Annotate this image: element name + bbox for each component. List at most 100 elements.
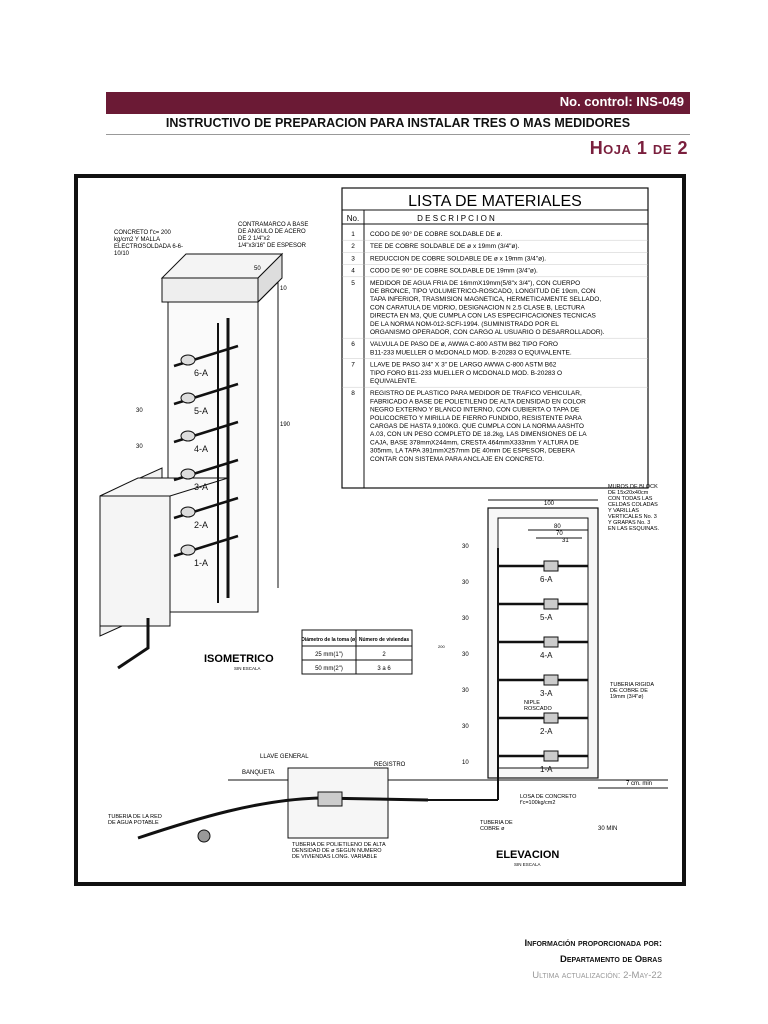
material-desc-line: CON CARATULA DE VIDRIO, DESIGNACION N 2.… xyxy=(370,304,585,311)
material-desc-line: FABRICADO A BASE DE POLIETILENO DE ALTA … xyxy=(370,398,586,405)
material-desc-line: NEGRO EXTERNO Y BLANCO INTERNO, CON CUBI… xyxy=(370,407,580,414)
material-desc-line: TAPA INFERIOR, TRASMISION MAGNETICA, HER… xyxy=(370,296,601,303)
materials-col-desc: D E S C R I P C I O N xyxy=(417,214,495,223)
material-desc-line: CONTAR CON SISTEMA PARA ANCLAJE EN CONCR… xyxy=(370,456,544,463)
iso-dim-30b: 30 xyxy=(136,444,143,450)
toma-row1-viv: 2 xyxy=(382,652,386,658)
elev-meter-icon xyxy=(543,712,559,724)
elev-left-dim: 10 xyxy=(462,760,469,766)
materials-title: LISTA DE MATERIALES xyxy=(408,193,582,210)
drawing-frame: LISTA DE MATERIALES No. D E S C R I P C … xyxy=(74,174,686,886)
footer-info: Información proporcionada por: xyxy=(524,938,662,949)
iso-meter-icon xyxy=(180,468,196,480)
iso-note-marco: CONTRAMARCO A BASE DE ANGULO DE ACERO DE… xyxy=(238,222,310,249)
elev-meter-label: 5-A xyxy=(540,613,553,622)
material-desc-line: ORGANISMO OPERADOR, CON CARGO AL USUARIO… xyxy=(370,329,605,336)
iso-meter-label: 1-A xyxy=(194,558,208,568)
elev-left-dim: 30 xyxy=(462,544,469,550)
elev-left-dim: 30 xyxy=(462,724,469,730)
iso-meter-label: 2-A xyxy=(194,520,208,530)
tuberia-polietileno: TUBERIA DE POLIETILENO DE ALTA DENSIDAD … xyxy=(292,842,387,860)
elev-min30: 30 MIN xyxy=(598,826,617,832)
iso-meter-label: 4-A xyxy=(194,444,208,454)
material-desc-line: A.03, CON UN PESO COMPLETO DE 18.2kg, LA… xyxy=(370,431,587,438)
materials-list: LISTA DE MATERIALES No. D E S C R I P C … xyxy=(341,187,649,489)
header-divider xyxy=(106,134,690,135)
material-desc-line: TEE DE COBRE SOLDABLE DE ø x 19mm (3/4"ø… xyxy=(370,243,520,250)
elev-tub-cobre: TUBERIA DE COBRE ø xyxy=(480,820,514,832)
iso-note-concreto: CONCRETO f'c= 200 kg/cm2 Y MALLA ELECTRO… xyxy=(114,230,185,257)
elev-meter-icon xyxy=(543,598,559,610)
material-desc-line: EQUIVALENTE. xyxy=(370,378,417,385)
toma-row2-viv: 3 a 6 xyxy=(377,666,391,672)
iso-meter-icon xyxy=(180,544,196,556)
elev-left-dim: 30 xyxy=(462,652,469,658)
iso-meter-icon xyxy=(180,354,196,366)
elev-dim-70: 70 xyxy=(556,531,563,537)
elev-dim-31: 31 xyxy=(562,538,569,544)
material-desc-line: B11-233 MUELLER O McDONALD MOD. B-20283 … xyxy=(370,349,572,356)
toma-header-diam: Diámetro de la toma (ø) xyxy=(301,637,357,643)
iso-scale: SIN ESCALA xyxy=(234,666,261,671)
iso-title: ISOMETRICO xyxy=(204,653,274,665)
banqueta: BANQUETA xyxy=(242,770,275,776)
iso-meter-icon xyxy=(180,392,196,404)
iso-dim-50: 50 xyxy=(254,266,261,272)
material-desc-line: 305mm, LA TAPA 391mmX257mm DE 40mm DE ES… xyxy=(370,448,575,455)
elev-meter-label: 2-A xyxy=(540,727,553,736)
control-number: No. control: INS-049 xyxy=(559,94,684,109)
material-desc-line: POLICOCRETO Y MIRILLA DE FIERRO FUNDIDO,… xyxy=(370,415,583,422)
elev-losa: LOSA DE CONCRETO f'c=100kg/cm2 xyxy=(520,794,578,806)
elev-meter-icon xyxy=(543,636,559,648)
material-desc-line: CODO DE 90° DE COBRE SOLDABLE DE 19mm (3… xyxy=(370,267,538,275)
material-desc-line: REDUCCION DE COBRE SOLDABLE DE ø x 19mm … xyxy=(370,255,546,262)
elev-meter-icon xyxy=(543,560,559,572)
tuberia-red: TUBERIA DE LA RED DE AGUA POTABLE xyxy=(108,814,163,826)
toma-header-viviendas: Número de viviendas xyxy=(359,637,410,643)
technical-drawing: LISTA DE MATERIALES No. D E S C R I P C … xyxy=(99,187,668,867)
elev-meter-icon xyxy=(543,674,559,686)
toma-table: Diámetro de la toma (ø) Número de vivien… xyxy=(301,629,413,675)
elev-left-dim: 30 xyxy=(462,688,469,694)
elev-scale: SIN ESCALA xyxy=(514,862,541,867)
toma-row2-diam: 50 mm(2") xyxy=(315,666,343,672)
toma-row1-diam: 25 mm(1") xyxy=(315,652,343,658)
iso-meter-icon xyxy=(180,506,196,518)
elev-note-muros: MUROS DE BLOCK DE 15x20x40cm CON TODAS L… xyxy=(608,484,660,532)
iso-meter-label: 5-A xyxy=(194,406,208,416)
iso-dim-10: 10 xyxy=(280,286,287,292)
material-desc-line: DIRECTA EN M3, QUE CUMPLA CON LAS ESPECI… xyxy=(370,313,597,320)
page-indicator: Hoja 1 de 2 xyxy=(589,138,688,158)
iso-dim-190: 190 xyxy=(280,422,291,428)
material-no: 7 xyxy=(351,362,355,369)
materials-col-no: No. xyxy=(347,214,359,223)
elev-meter-icon xyxy=(543,750,559,762)
elev-meter-label: 1-A xyxy=(540,765,553,774)
material-desc-line: CARGAS DE HASTA 9,100KG. QUE CUMPLA CON … xyxy=(370,423,584,430)
elev-dim-total: 200 xyxy=(438,644,445,649)
material-no: 4 xyxy=(351,268,355,275)
elev-niple: NIPLE ROSCADO xyxy=(524,700,553,712)
material-no: 5 xyxy=(351,280,355,287)
elev-title: ELEVACION xyxy=(496,849,559,861)
footer-updated: Ultima actualización: 2-May-22 xyxy=(532,970,662,981)
material-desc-line: REGISTRO DE PLASTICO PARA MEDIDOR DE TRA… xyxy=(370,390,582,397)
elev-left-dim: 30 xyxy=(462,580,469,586)
elev-meter-label: 3-A xyxy=(540,689,553,698)
material-desc-line: DE BRONCE, TIPO VOLUMETRICO-ROSCADO, LON… xyxy=(370,288,596,295)
material-no: 6 xyxy=(351,341,355,348)
iso-meter-label: 6-A xyxy=(194,368,208,378)
elevation-drawing: 6-A5-A4-A3-A2-A1-A xyxy=(228,499,668,801)
iso-dim-30a: 30 xyxy=(136,408,143,414)
material-desc-line: CAJA, BASE 378mmX244mm, CRESTA 464mmX333… xyxy=(370,439,579,446)
control-bar: No. control: INS-049 xyxy=(106,92,690,114)
material-desc-line: TIPO FORO B11-233 MUELLER O MCDONALD MOD… xyxy=(370,370,562,377)
elev-note-tuberia: TUBERIA RIGIDA DE COBRE DE 19mm (3/4"ø) xyxy=(610,682,655,700)
iso-meter-icon xyxy=(180,430,196,442)
elev-min7: 7 cm. min xyxy=(626,781,652,787)
document-title: INSTRUCTIVO DE PREPARACION PARA INSTALAR… xyxy=(165,116,631,130)
material-no: 3 xyxy=(351,255,355,262)
elev-meter-label: 6-A xyxy=(540,575,553,584)
elev-dim-80: 80 xyxy=(554,524,561,530)
material-no: 8 xyxy=(351,390,355,397)
